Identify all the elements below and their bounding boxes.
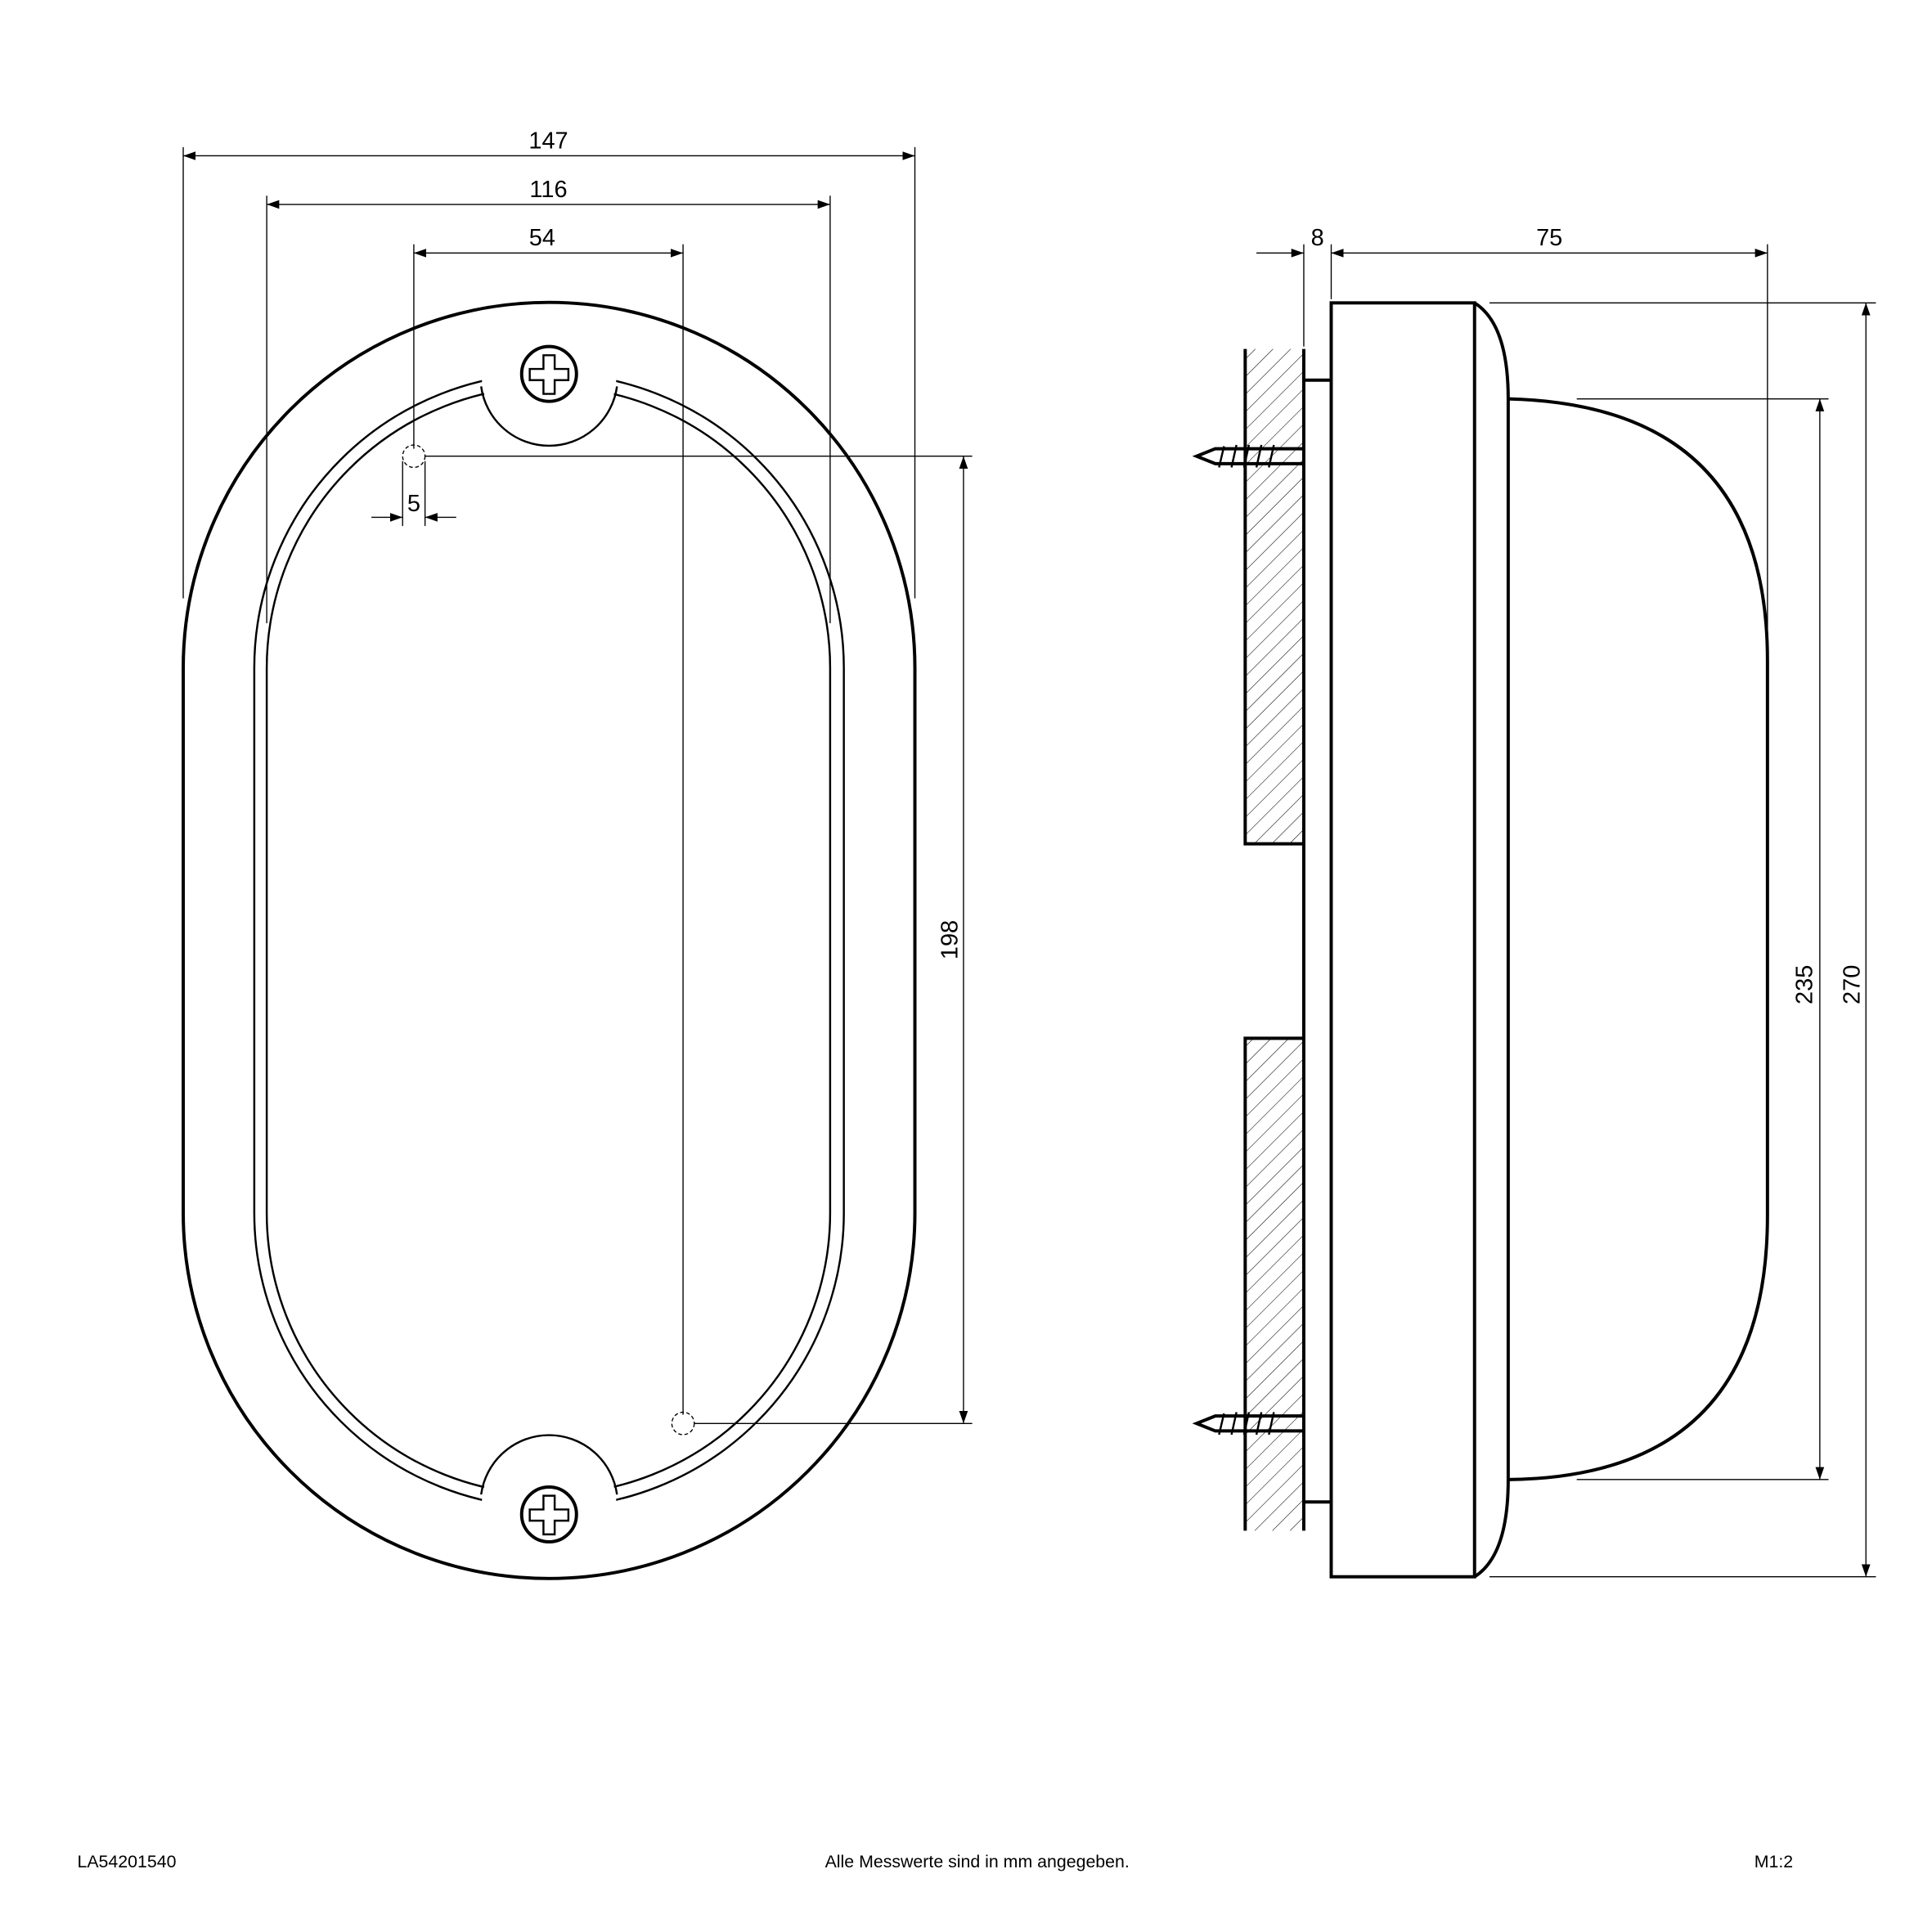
dim-hole-diameter: 5 xyxy=(407,491,420,517)
mount-hole-bottom xyxy=(671,1411,695,1436)
base-plate xyxy=(1303,378,1332,1504)
screw-icon-bottom xyxy=(1192,1412,1304,1436)
housing-rounded-edge xyxy=(1473,301,1510,1579)
front-view: 147 116 54 5 198 xyxy=(182,128,973,1580)
wall-section-top xyxy=(1245,348,1304,844)
dim-wall-gap: 8 xyxy=(1311,225,1324,251)
article-number: LA54201540 xyxy=(77,1852,176,1871)
dim-frame-width: 116 xyxy=(529,177,567,203)
scale-label: M1:2 xyxy=(1755,1852,1793,1871)
housing-body xyxy=(1329,301,1476,1579)
dim-overall-width: 147 xyxy=(528,128,568,154)
diffuser-dome xyxy=(1507,397,1769,1481)
side-view: 8 75 235 270 xyxy=(1192,225,1876,1579)
outer-housing xyxy=(182,300,917,1580)
wall-section-bottom xyxy=(1245,1038,1304,1531)
screw-top-icon xyxy=(519,344,578,403)
dim-overall-height: 270 xyxy=(1840,965,1866,1004)
dim-hole-offset: 54 xyxy=(529,225,555,251)
frame-outer xyxy=(253,372,845,1509)
screw-bottom-icon xyxy=(519,1485,578,1544)
dim-dome-height: 235 xyxy=(1792,965,1818,1004)
dim-hole-spacing: 198 xyxy=(937,920,963,959)
screw-icon-top xyxy=(1192,444,1304,468)
dim-depth: 75 xyxy=(1536,225,1562,251)
frame-inner xyxy=(265,385,832,1496)
units-note: Alle Messwerte sind in mm angegeben. xyxy=(825,1852,1130,1871)
